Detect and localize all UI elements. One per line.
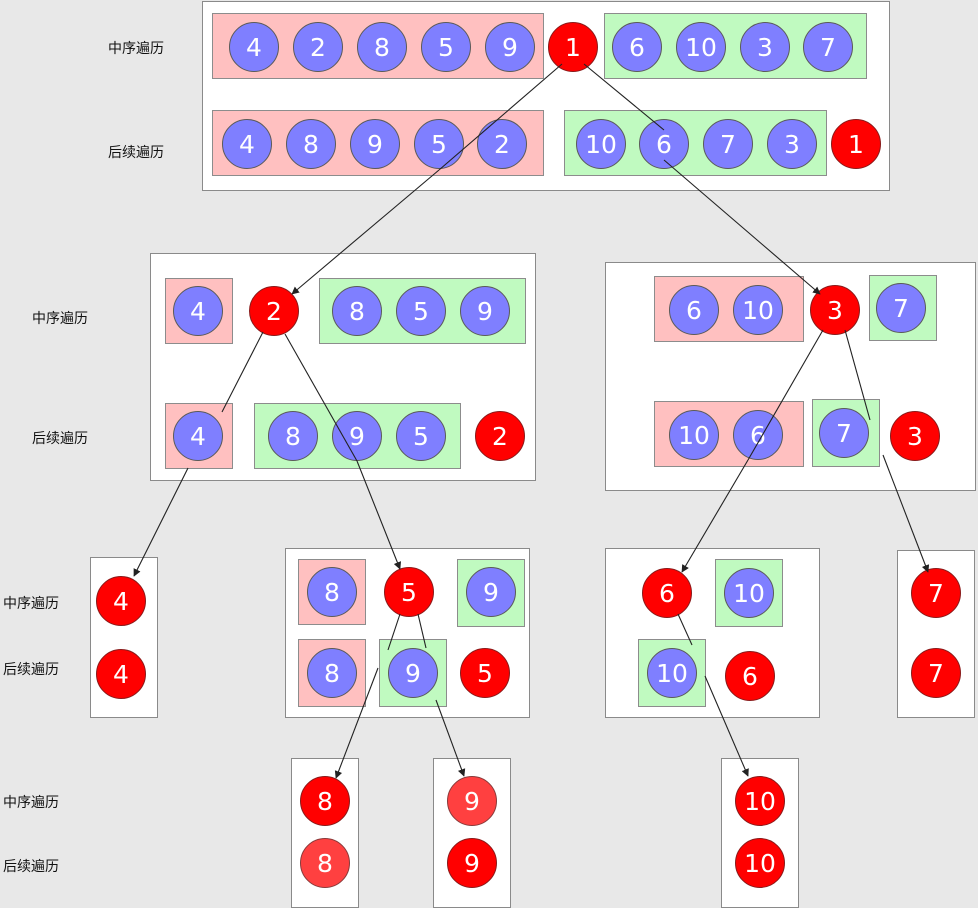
root-node: 4 [96,576,146,626]
postorder-label: 后续遍历 [3,662,59,678]
root-node: 2 [249,286,299,336]
node: 6 [639,119,689,169]
node: 9 [485,22,535,72]
node: 8 [286,119,336,169]
root-node: 3 [890,411,940,461]
node: 8 [307,567,357,617]
root-node: 1 [831,119,881,169]
node: 9 [388,648,438,698]
node: 2 [477,119,527,169]
root-node: 5 [460,648,510,698]
node: 3 [767,119,817,169]
root-node: 5 [384,567,434,617]
node: 10 [733,285,783,335]
inorder-label: 中序遍历 [108,41,164,57]
node: 10 [669,410,719,460]
node: 10 [647,648,697,698]
node: 5 [396,411,446,461]
node: 6 [669,285,719,335]
node: 10 [576,119,626,169]
node: 6 [612,22,662,72]
root-node: 10 [735,776,785,826]
root-node: 6 [642,568,692,618]
node: 6 [733,410,783,460]
root-node: 1 [548,22,598,72]
postorder-label: 后续遍历 [3,859,59,875]
postorder-label: 后续遍历 [32,431,88,447]
root-node: 10 [735,838,785,888]
node: 8 [332,286,382,336]
node: 9 [466,567,516,617]
root-node: 6 [725,651,775,701]
root-node: 4 [96,649,146,699]
node: 3 [740,22,790,72]
node: 8 [307,648,357,698]
node: 4 [222,119,272,169]
node: 5 [414,119,464,169]
inorder-label: 中序遍历 [32,311,88,327]
postorder-label: 后续遍历 [108,145,164,161]
node: 4 [173,286,223,336]
root-node: 8 [300,838,350,888]
node: 4 [173,411,223,461]
node: 8 [357,22,407,72]
root-node: 2 [475,411,525,461]
node: 9 [460,286,510,336]
node: 7 [876,283,926,333]
node: 9 [350,119,400,169]
node: 5 [421,22,471,72]
node: 7 [703,119,753,169]
root-node: 7 [911,648,961,698]
node: 7 [819,408,869,458]
node: 2 [293,22,343,72]
node: 7 [803,22,853,72]
inorder-label: 中序遍历 [3,795,59,811]
node: 9 [332,411,382,461]
node: 8 [268,411,318,461]
node: 10 [724,568,774,618]
node: 5 [396,286,446,336]
node: 10 [676,22,726,72]
root-node: 9 [447,838,497,888]
node: 4 [229,22,279,72]
root-node: 8 [300,776,350,826]
inorder-label: 中序遍历 [3,596,59,612]
root-node: 3 [810,285,860,335]
root-node: 9 [447,776,497,826]
root-node: 7 [911,568,961,618]
